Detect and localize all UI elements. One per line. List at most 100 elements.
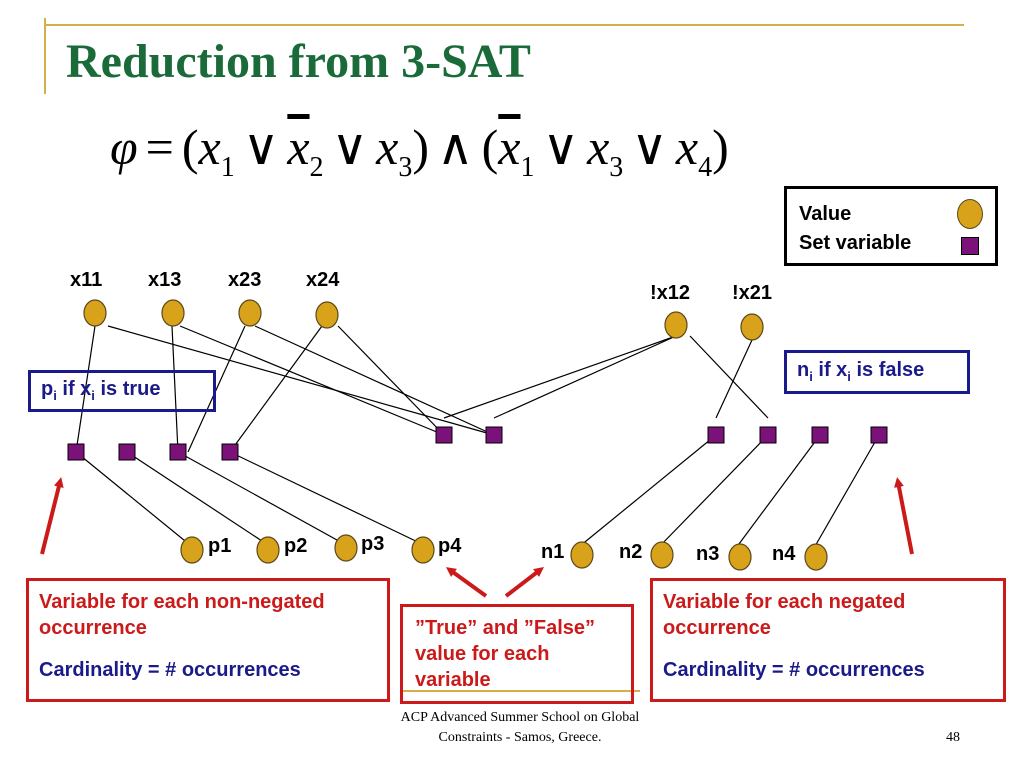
phi-symbol: φ <box>110 119 138 175</box>
non-negated-cardinality: Cardinality = # occurrences <box>39 659 301 681</box>
value-node-p4 <box>411 536 435 564</box>
label-x24: x24 <box>306 269 340 291</box>
value-node-n3 <box>728 543 752 571</box>
label-x13: x13 <box>148 269 181 291</box>
label-x23: x23 <box>228 269 261 291</box>
set-node-mid-1 <box>435 426 453 444</box>
set-node-mid-2 <box>485 426 503 444</box>
label-not-x21: !x21 <box>732 282 772 304</box>
set-node-p2 <box>118 443 136 461</box>
set-square-icon <box>961 237 979 255</box>
legend-setvar-label: Set variable <box>799 232 912 254</box>
label-x11: x11 <box>70 269 102 291</box>
var-x3b: x <box>587 119 610 175</box>
formula: φ=(x1∨x2∨x3)∧(x1∨x3∨x4) <box>110 119 729 183</box>
negated-text: Variable for each negated occurrence <box>663 591 906 639</box>
arrows <box>40 477 914 598</box>
arrow-mid-right-icon <box>504 566 544 598</box>
sub-1: 1 <box>220 152 235 183</box>
footer-line1: ACP Advanced Summer School on Global <box>400 710 640 725</box>
set-node-n4 <box>870 426 888 444</box>
true-false-box: ”True” and ”False” value for each variab… <box>400 604 634 704</box>
label-n3: n3 <box>696 543 719 565</box>
label-not-x12: !x12 <box>650 282 690 304</box>
value-node-x24 <box>315 301 339 329</box>
arrow-mid-left-icon <box>445 567 488 598</box>
set-node-n2 <box>759 426 777 444</box>
sub-2: 2 <box>309 152 324 183</box>
value-node-n2 <box>650 541 674 569</box>
p-true-box: pi if xi is true <box>28 370 216 412</box>
label-n1: n1 <box>541 541 564 563</box>
sub-1b: 1 <box>520 152 535 183</box>
set-node-n1 <box>707 426 725 444</box>
set-variable-nodes <box>67 426 888 461</box>
n-tail: is false <box>850 359 925 381</box>
p-mid: if x <box>56 378 92 400</box>
or-symbol: ∨ <box>631 119 668 175</box>
value-node-p3 <box>334 534 358 562</box>
var-not-x1: x <box>498 119 521 175</box>
set-node-p1 <box>67 443 85 461</box>
value-node-n1 <box>570 541 594 569</box>
value-node-x23 <box>238 299 262 327</box>
set-node-p4 <box>221 443 239 461</box>
equals-sign: = <box>145 119 174 175</box>
var-x3: x <box>376 119 399 175</box>
value-node-p1 <box>180 536 204 564</box>
n-sub2: i <box>847 369 851 384</box>
and-symbol: ∧ <box>437 119 474 175</box>
or-symbol: ∨ <box>242 119 280 175</box>
value-node-x11 <box>83 299 107 327</box>
or-symbol: ∨ <box>331 119 369 175</box>
footer-divider <box>400 690 640 692</box>
sub-3b: 3 <box>609 152 624 183</box>
value-circle-icon <box>957 199 983 229</box>
arrow-left-icon <box>40 477 64 555</box>
label-n4: n4 <box>772 543 796 565</box>
n-false-box: ni if xi is false <box>784 350 970 394</box>
true-false-text: ”True” and ”False” value for each variab… <box>415 617 596 691</box>
label-p1: p1 <box>208 535 231 557</box>
sub-4: 4 <box>698 152 713 183</box>
p-tail: is true <box>94 378 161 400</box>
value-node-p2 <box>256 536 280 564</box>
value-node-x13 <box>161 299 185 327</box>
arrow-right-icon <box>894 477 914 555</box>
top-value-nodes <box>83 299 764 341</box>
label-n2: n2 <box>619 541 642 563</box>
decor-vertical-line <box>44 18 46 94</box>
label-p3: p3 <box>361 533 384 555</box>
or-symbol: ∨ <box>542 119 580 175</box>
n-sub: i <box>809 369 813 384</box>
negated-box: Variable for each negated occurrence Car… <box>650 578 1006 702</box>
value-node-not-x21 <box>740 313 764 341</box>
sub-3: 3 <box>398 152 413 183</box>
set-node-n3 <box>811 426 829 444</box>
p-sub: i <box>53 388 57 403</box>
legend-value-label: Value <box>799 203 852 225</box>
legend-item-value: Value <box>799 199 983 229</box>
negated-cardinality: Cardinality = # occurrences <box>663 659 925 681</box>
footer-line2: Constraints - Samos, Greece. <box>438 730 602 745</box>
decor-horizontal-line <box>44 24 964 26</box>
non-negated-text: Variable for each non-negated occurrence <box>39 591 325 639</box>
var-x1: x <box>198 119 221 175</box>
n-mid: if x <box>812 359 848 381</box>
set-node-p3 <box>169 443 187 461</box>
legend-box: Value Set variable <box>784 186 998 266</box>
legend-item-setvar: Set variable <box>799 229 983 257</box>
p-letter: p <box>41 378 54 400</box>
p-sub2: i <box>91 388 95 403</box>
non-negated-box: Variable for each non-negated occurrence… <box>26 578 390 702</box>
value-node-n4 <box>804 543 828 571</box>
label-p4: p4 <box>438 535 462 557</box>
page-number: 48 <box>946 730 960 745</box>
label-p2: p2 <box>284 535 307 557</box>
var-not-x2: x <box>287 119 310 175</box>
n-letter: n <box>797 359 810 381</box>
slide-title: Reduction from 3-SAT <box>66 35 531 88</box>
footer: ACP Advanced Summer School on Global Con… <box>360 708 680 748</box>
edges-bottom <box>75 434 880 549</box>
